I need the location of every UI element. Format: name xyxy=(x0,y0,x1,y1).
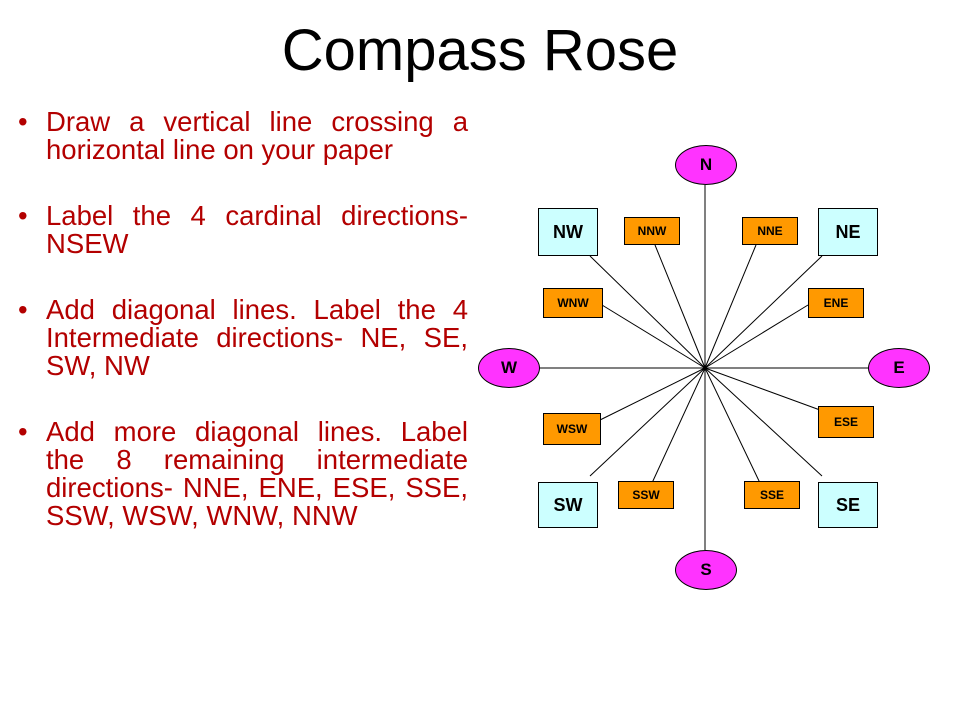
line-ese xyxy=(704,367,821,411)
bullet-dot-icon: • xyxy=(18,200,28,232)
cardinal-n-label: N xyxy=(675,145,737,185)
cardinal-w-label: W xyxy=(478,348,540,388)
secondary-ssw-label: SSW xyxy=(618,481,674,509)
line-sse xyxy=(704,367,761,484)
bullet-item: • Add more diagonal lines. Label the 8 re… xyxy=(18,418,468,530)
bullet-text: Add diagonal lines. Label the 4 Intermed… xyxy=(46,294,468,382)
cardinal-s-label: S xyxy=(675,550,737,590)
intermediate-nw-label: NW xyxy=(538,208,598,256)
line-ssw xyxy=(651,367,706,484)
line-nne xyxy=(704,244,757,369)
bullet-dot-icon: • xyxy=(18,106,28,137)
bullet-text: Label the 4 cardinal directions- NSEW xyxy=(46,200,468,260)
bullet-dot-icon: • xyxy=(18,416,28,448)
intermediate-se-label: SE xyxy=(818,482,878,528)
secondary-wsw-label: WSW xyxy=(543,413,601,445)
bullet-dot-icon: • xyxy=(18,294,28,326)
bullet-item: • Label the 4 cardinal directions- NSEW xyxy=(18,202,468,258)
line-ene xyxy=(704,304,809,369)
intermediate-sw-label: SW xyxy=(538,482,598,528)
bullet-item: • Add diagonal lines. Label the 4 Interme… xyxy=(18,296,468,380)
line-nnw xyxy=(654,244,706,369)
secondary-wnw-label: WNW xyxy=(543,288,603,318)
line-wnw xyxy=(601,304,706,369)
instruction-list: • Draw a vertical line crossing a horizon… xyxy=(18,106,468,569)
secondary-nne-label: NNE xyxy=(742,217,798,245)
line-ne xyxy=(704,255,823,369)
secondary-ese-label: ESE xyxy=(818,406,874,438)
line-nw xyxy=(589,255,706,369)
line-wsw xyxy=(599,367,706,421)
intermediate-ne-label: NE xyxy=(818,208,878,256)
bullet-text: Add more diagonal lines. Label the 8 rem… xyxy=(46,416,468,532)
line-se xyxy=(704,367,823,477)
secondary-nnw-label: NNW xyxy=(624,217,680,245)
secondary-ene-label: ENE xyxy=(808,288,864,318)
slide-title: Compass Rose xyxy=(281,18,679,83)
bullet-item: • Draw a vertical line crossing a horizon… xyxy=(18,106,468,166)
secondary-sse-label: SSE xyxy=(744,481,800,509)
line-sw xyxy=(589,367,706,477)
cardinal-e-label: E xyxy=(868,348,930,388)
bullet-text: Draw a vertical line crossing a horizont… xyxy=(46,106,468,166)
